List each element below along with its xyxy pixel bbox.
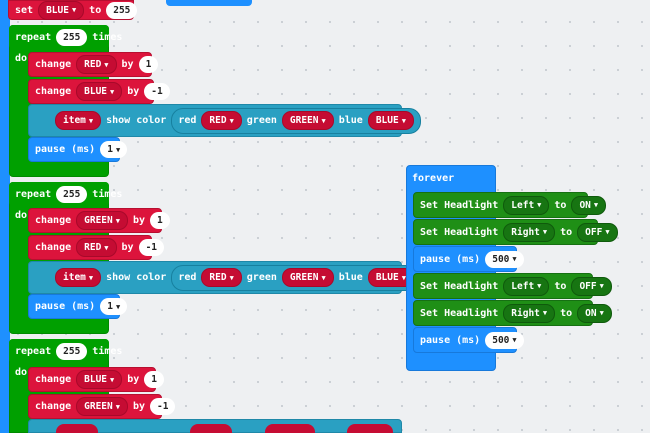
headlight-left-on-block[interactable]: Set Headlight Left▼ to ON▼ xyxy=(413,192,607,218)
headlight-side-dropdown[interactable]: Left▼ xyxy=(503,276,550,296)
forever-header: forever xyxy=(412,172,455,184)
red-pill-partial xyxy=(190,424,232,433)
headlight-left-off-block[interactable]: Set Headlight Left▼ to OFF▼ xyxy=(413,273,612,299)
change-amount[interactable]: -1 xyxy=(150,398,176,415)
change-green-block-3[interactable]: change GREEN▼ by -1 xyxy=(28,394,176,419)
headlight-state-dropdown[interactable]: ON▼ xyxy=(571,195,607,215)
change-amount[interactable]: -1 xyxy=(144,83,170,100)
red-variable-dropdown[interactable]: RED▼ xyxy=(201,111,242,130)
item-variable-dropdown[interactable]: item▼ xyxy=(55,111,102,130)
do-label-3: do xyxy=(15,366,28,378)
headlight-state-dropdown[interactable]: ON▼ xyxy=(577,303,612,323)
show-color-block-1[interactable]: item▼ show color red RED▼ green GREEN▼ b… xyxy=(28,104,421,137)
change-blue-block-3[interactable]: change BLUE▼ by 1 xyxy=(28,367,165,392)
headlight-right-on-block[interactable]: Set Headlight Right▼ to ON▼ xyxy=(413,300,612,326)
headlight-side-dropdown[interactable]: Right▼ xyxy=(503,303,556,323)
headlight-side-dropdown[interactable]: Left▼ xyxy=(503,195,550,215)
item-pill-partial xyxy=(56,424,98,433)
blue-variable-dropdown[interactable]: BLUE▼ xyxy=(76,82,123,101)
change-amount[interactable]: 1 xyxy=(150,212,170,229)
red-variable-dropdown[interactable]: RED▼ xyxy=(76,238,117,257)
change-amount[interactable]: 1 xyxy=(138,56,159,73)
repeat-count-2[interactable]: 255 xyxy=(56,185,88,203)
blue-variable-dropdown[interactable]: BLUE▼ xyxy=(367,111,414,130)
headlight-state-dropdown[interactable]: OFF▼ xyxy=(577,222,618,242)
event-block-edge xyxy=(0,0,10,433)
red-variable-dropdown[interactable]: RED▼ xyxy=(201,268,242,287)
item-variable-dropdown[interactable]: item▼ xyxy=(55,268,102,287)
blue-variable-dropdown[interactable]: BLUE▼ xyxy=(367,268,414,287)
pause-block-1[interactable]: pause (ms) 1▼ xyxy=(28,137,128,162)
repeat-header-3: repeat 255 times xyxy=(9,339,122,363)
repeat-header-1: repeat 255 times xyxy=(9,25,122,49)
pause-dropdown[interactable]: 1▼ xyxy=(100,298,128,315)
do-label-2: do xyxy=(15,209,28,221)
blue-variable-dropdown[interactable]: BLUE▼ xyxy=(76,370,123,389)
repeat-header-2: repeat 255 times xyxy=(9,182,122,206)
pause-dropdown[interactable]: 500▼ xyxy=(485,250,524,268)
pause-500-block-1[interactable]: pause (ms) 500▼ xyxy=(413,246,524,272)
blue-variable-dropdown[interactable]: BLUE▼ xyxy=(38,0,85,20)
repeat-count-1[interactable]: 255 xyxy=(56,28,88,46)
red-variable-dropdown[interactable]: RED▼ xyxy=(76,55,117,74)
green-variable-dropdown[interactable]: GREEN▼ xyxy=(76,211,128,230)
pause-500-block-2[interactable]: pause (ms) 500▼ xyxy=(413,327,524,353)
set-label: set xyxy=(15,4,34,16)
green-pill-partial xyxy=(265,424,315,433)
pause-dropdown[interactable]: 500▼ xyxy=(485,331,524,349)
change-blue-block-1[interactable]: change BLUE▼ by -1 xyxy=(28,79,170,104)
pause-dropdown[interactable]: 1▼ xyxy=(100,141,128,158)
times-label: times xyxy=(92,31,123,43)
do-label-1: do xyxy=(15,52,28,64)
detached-block-stub[interactable] xyxy=(166,0,252,6)
show-color-block-2[interactable]: item▼ show color red RED▼ green GREEN▼ b… xyxy=(28,261,421,294)
headlight-state-dropdown[interactable]: OFF▼ xyxy=(571,276,612,296)
repeat-label: repeat xyxy=(15,31,52,43)
green-variable-dropdown[interactable]: GREEN▼ xyxy=(281,268,334,287)
set-blue-value[interactable]: 255 xyxy=(106,1,138,19)
repeat-count-3[interactable]: 255 xyxy=(56,342,88,360)
pause-block-2[interactable]: pause (ms) 1▼ xyxy=(28,294,128,319)
change-amount[interactable]: 1 xyxy=(144,371,165,388)
change-red-block-2[interactable]: change RED▼ by -1 xyxy=(28,235,165,260)
set-blue-block[interactable]: set BLUE▼ to 255 xyxy=(8,0,138,20)
change-green-block-2[interactable]: change GREEN▼ by 1 xyxy=(28,208,170,233)
green-variable-dropdown[interactable]: GREEN▼ xyxy=(281,111,334,130)
to-label: to xyxy=(89,4,102,16)
change-amount[interactable]: -1 xyxy=(138,239,165,256)
rgb-block[interactable]: red RED▼ green GREEN▼ blue BLUE▼ xyxy=(171,107,421,134)
blue-pill-partial xyxy=(347,424,393,433)
green-variable-dropdown[interactable]: GREEN▼ xyxy=(76,397,128,416)
headlight-side-dropdown[interactable]: Right▼ xyxy=(503,222,556,242)
change-red-block-1[interactable]: change RED▼ by 1 xyxy=(28,52,159,77)
headlight-right-off-block[interactable]: Set Headlight Right▼ to OFF▼ xyxy=(413,219,618,245)
rgb-block[interactable]: red RED▼ green GREEN▼ blue BLUE▼ xyxy=(171,264,421,291)
